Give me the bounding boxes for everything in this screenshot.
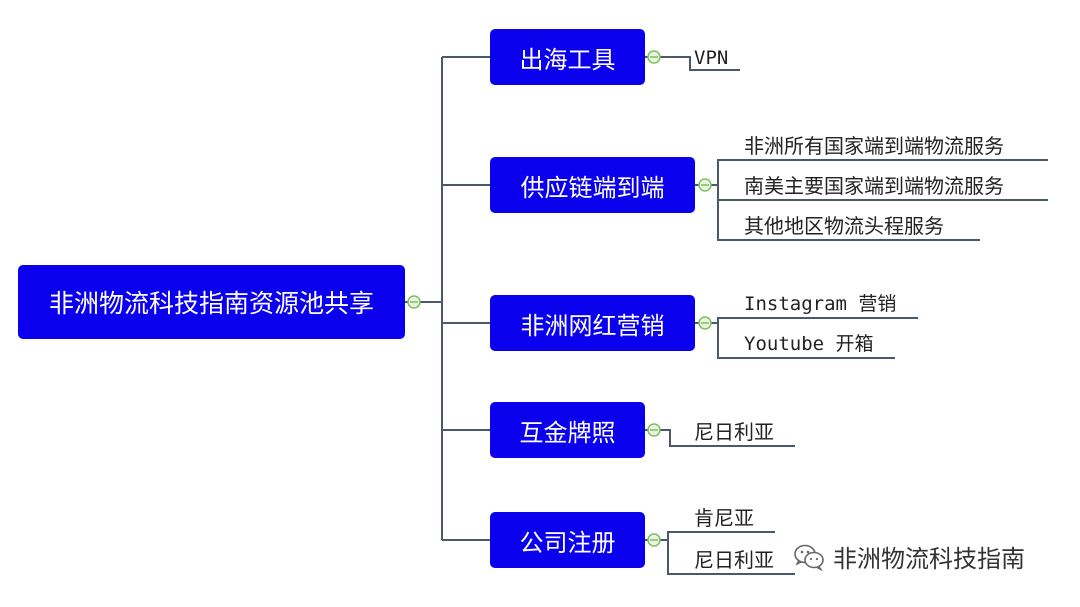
leaf-node[interactable]: 其他地区物流头程服务 xyxy=(744,214,944,238)
branch-node-label: 出海工具 xyxy=(519,45,616,74)
root-node-label: 非洲物流科技指南资源池共享 xyxy=(48,289,374,318)
root-node[interactable]: 非洲物流科技指南资源池共享 xyxy=(18,265,405,339)
wechat-icon xyxy=(794,544,824,571)
branch-node-tools[interactable]: 出海工具 xyxy=(490,29,645,85)
branch-node-company-registration[interactable]: 公司注册 xyxy=(490,512,645,568)
watermark: 非洲物流科技指南 xyxy=(793,539,1025,574)
branch-node-label: 公司注册 xyxy=(519,528,616,557)
branch-node-label: 供应链端到端 xyxy=(520,173,665,202)
watermark-text: 非洲物流科技指南 xyxy=(833,545,1025,573)
branch-node-label: 非洲网红营销 xyxy=(520,311,665,340)
leaf-node[interactable]: 肯尼亚 xyxy=(694,506,754,530)
branch-node-influencer-marketing[interactable]: 非洲网红营销 xyxy=(490,295,695,351)
leaf-node[interactable]: Youtube 开箱 xyxy=(744,333,874,355)
leaf-node[interactable]: 尼日利亚 xyxy=(694,548,774,572)
leaf-node[interactable]: 南美主要国家端到端物流服务 xyxy=(744,174,1004,198)
leaf-node[interactable]: Instagram 营销 xyxy=(744,293,897,315)
leaf-node[interactable]: 尼日利亚 xyxy=(694,420,774,444)
branch-node-fintech-license[interactable]: 互金牌照 xyxy=(490,402,645,458)
branch-node-supply-chain[interactable]: 供应链端到端 xyxy=(490,157,695,213)
leaf-node[interactable]: VPN xyxy=(694,47,729,69)
leaf-node[interactable]: 非洲所有国家端到端物流服务 xyxy=(744,134,1004,158)
branch-node-label: 互金牌照 xyxy=(519,418,616,447)
